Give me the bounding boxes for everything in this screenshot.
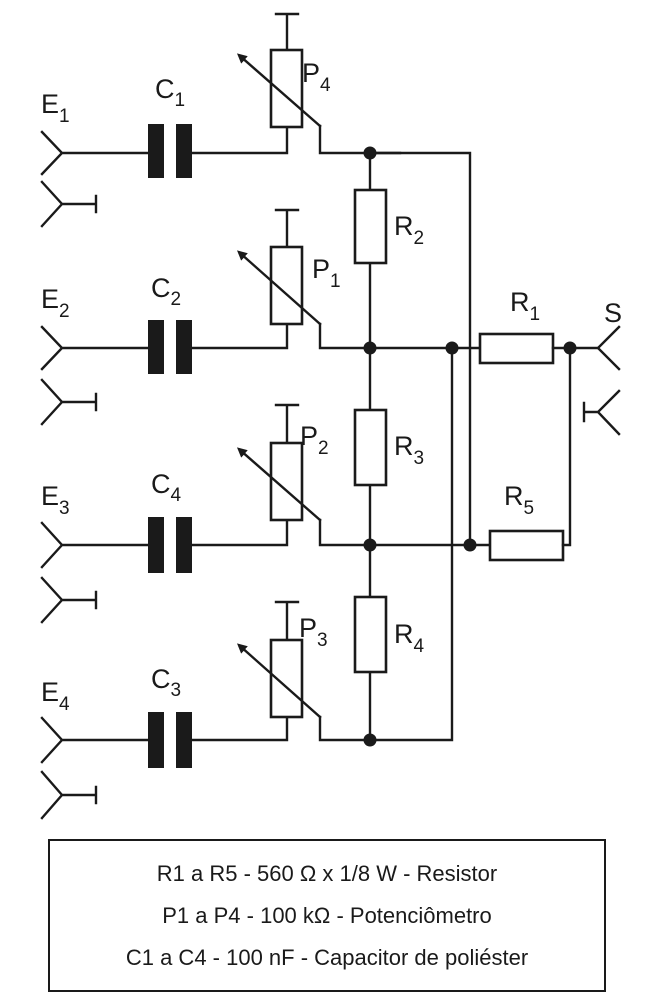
junction-dot — [363, 538, 377, 552]
label-c1: C1 — [155, 74, 185, 111]
label-p4: P4 — [302, 58, 331, 96]
output-ground-jack — [582, 389, 621, 436]
wire — [190, 518, 289, 547]
ground-jack-2 — [40, 378, 98, 426]
wire — [190, 125, 289, 155]
label-r1: R1 — [510, 287, 540, 325]
component-legend: R1 a R5 - 560 Ω x 1/8 W - Resistor P1 a … — [48, 839, 606, 992]
input-jack-3 — [40, 521, 150, 569]
output-jack — [596, 325, 621, 371]
capacitor-plate — [176, 124, 192, 178]
junction-dot — [363, 341, 377, 355]
junctions — [363, 146, 577, 747]
junction-dot — [363, 146, 377, 160]
wire — [274, 403, 300, 445]
capacitor-plate — [148, 517, 164, 573]
wiper-arrow — [236, 447, 322, 522]
label-p1: P1 — [312, 254, 341, 292]
label-e4: E4 — [41, 677, 70, 715]
channel-4 — [40, 346, 454, 820]
label-c2: C2 — [151, 273, 181, 310]
label-e3: E3 — [41, 481, 70, 519]
label-p2: P2 — [300, 421, 329, 459]
label-c4: C4 — [151, 469, 182, 506]
resistor-r5-body — [488, 529, 565, 562]
input-jack-4 — [40, 716, 150, 764]
wire — [561, 346, 572, 547]
legend-capacitors: C1 a C4 - 100 nF - Capacitor de poliéste… — [125, 944, 529, 970]
wire — [190, 322, 289, 350]
wiper-arrow — [237, 250, 322, 326]
resistor-r1-body — [478, 332, 555, 365]
ground-jack-3 — [40, 576, 98, 624]
ground-jack-4 — [40, 770, 98, 820]
ground-jack-1 — [40, 180, 98, 228]
input-jack-1 — [40, 130, 150, 176]
legend-resistors: R1 a R5 - 560 Ω x 1/8 W - Resistor — [156, 860, 498, 886]
wire — [318, 518, 492, 547]
channel-3 — [40, 403, 492, 624]
label-e1: E1 — [41, 89, 70, 127]
wiper-arrow — [237, 643, 322, 719]
junction-dot — [463, 538, 477, 552]
wire — [190, 715, 289, 742]
wiper-arrow — [236, 53, 322, 128]
label-output-s: S — [604, 298, 622, 328]
resistor-r4-body — [353, 595, 388, 674]
labels: E1 E2 E3 E4 C1 C2 C4 C3 P4 P1 P2 P3 R2 R… — [41, 58, 622, 715]
wire — [368, 151, 472, 547]
resistor-r2-body — [353, 188, 388, 265]
wire — [318, 124, 402, 155]
capacitor-plate — [148, 320, 164, 374]
label-c3: C3 — [151, 664, 181, 701]
input-jack-2 — [40, 325, 150, 371]
mixer-schematic: E1 E2 E3 E4 C1 C2 C4 C3 P4 P1 P2 P3 R2 R… — [40, 12, 622, 820]
resistor-ladder — [353, 188, 388, 742]
wire — [274, 208, 300, 249]
wire — [318, 346, 454, 742]
label-e2: E2 — [41, 284, 70, 322]
capacitor-plate — [148, 124, 164, 178]
label-r2: R2 — [394, 211, 424, 249]
capacitor-plate — [176, 712, 192, 768]
wire — [274, 12, 300, 52]
legend-potentiometers: P1 a P4 - 100 kΩ - Potenciômetro — [162, 902, 492, 928]
wire — [318, 322, 482, 350]
label-r4: R4 — [394, 619, 425, 657]
capacitor-plate — [176, 517, 192, 573]
label-r3: R3 — [394, 431, 424, 469]
junction-dot — [445, 341, 459, 355]
resistor-r3-body — [353, 408, 388, 487]
wire — [274, 600, 300, 642]
junction-dot — [563, 341, 577, 355]
junction-dot — [363, 733, 377, 747]
label-r5: R5 — [504, 481, 534, 519]
capacitor-plate — [176, 320, 192, 374]
channel-2 — [40, 208, 482, 426]
output-section — [478, 325, 621, 562]
capacitor-plate — [148, 712, 164, 768]
label-p3: P3 — [299, 613, 328, 651]
